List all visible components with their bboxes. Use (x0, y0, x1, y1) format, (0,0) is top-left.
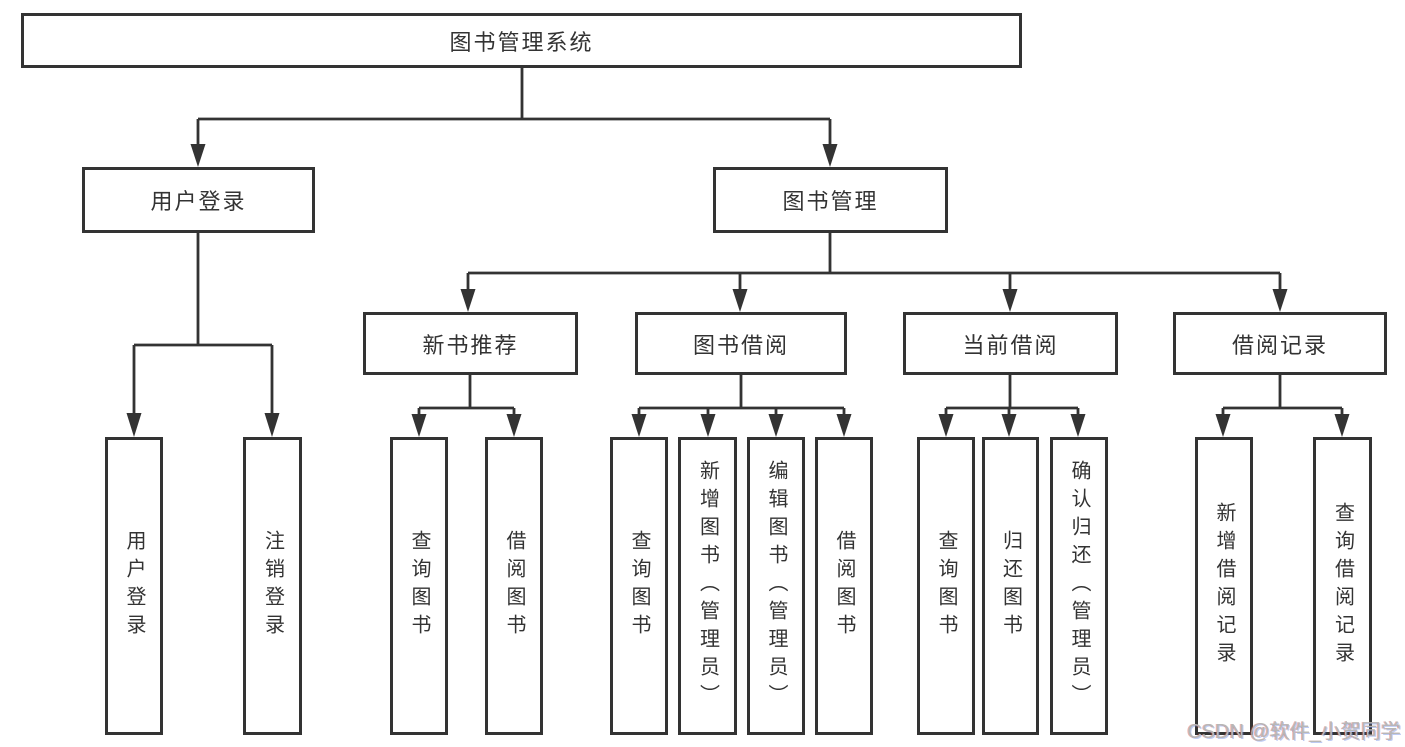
leaf-return-books: 归还图书 (982, 437, 1039, 735)
leaf-edit-books-admin: 编辑图书（管理员） (747, 437, 805, 735)
leaf-query-books-recommend: 查询图书 (390, 437, 448, 735)
leaf-logout: 注销登录 (243, 437, 302, 735)
leaf-user-login: 用户登录 (105, 437, 163, 735)
leaf-borrow-books: 借阅图书 (815, 437, 873, 735)
node-user-login-module-label: 用户登录 (150, 189, 247, 214)
node-book-management-module: 图书管理 (713, 167, 948, 233)
node-borrow-records: 借阅记录 (1173, 312, 1387, 375)
leaf-confirm-return-admin: 确认归还（管理员） (1050, 437, 1108, 735)
node-book-management-module-label: 图书管理 (782, 189, 879, 214)
leaf-query-books-borrowing: 查询图书 (610, 437, 668, 735)
node-current-borrowing-label: 当前借阅 (962, 332, 1059, 358)
node-root-system: 图书管理系统 (21, 13, 1022, 68)
node-new-book-recommend: 新书推荐 (363, 312, 578, 375)
node-current-borrowing: 当前借阅 (903, 312, 1118, 375)
leaf-borrow-books-recommend: 借阅图书 (485, 437, 543, 735)
node-root-system-label: 图书管理系统 (449, 29, 594, 55)
node-user-login-module: 用户登录 (82, 167, 315, 233)
leaf-query-borrow-record: 查询借阅记录 (1313, 437, 1372, 735)
leaf-query-books-current: 查询图书 (917, 437, 975, 735)
node-borrow-records-label: 借阅记录 (1231, 332, 1328, 358)
node-new-book-recommend-label: 新书推荐 (422, 332, 519, 358)
node-book-borrowing: 图书借阅 (635, 312, 847, 375)
csdn-watermark: CSDN @软件_小贺同学 (1187, 721, 1401, 743)
leaf-add-borrow-record: 新增借阅记录 (1195, 437, 1253, 735)
node-book-borrowing-label: 图书借阅 (692, 332, 789, 358)
leaf-add-books-admin: 新增图书（管理员） (678, 437, 737, 735)
